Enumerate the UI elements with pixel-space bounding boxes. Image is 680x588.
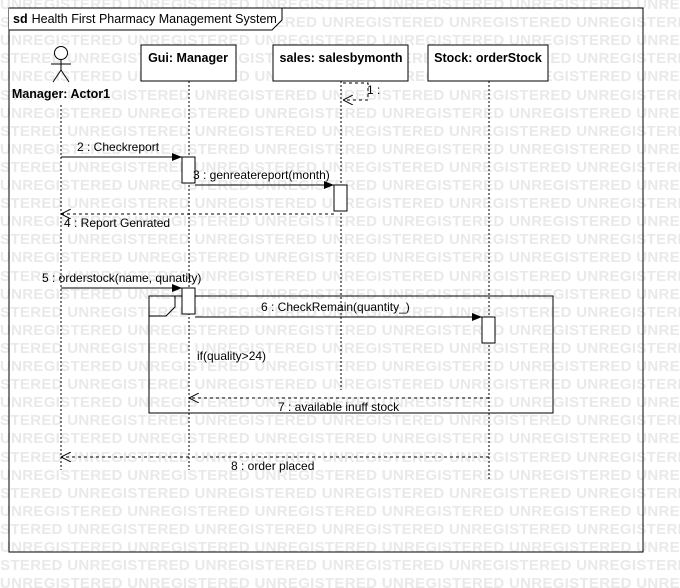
message-5: 5 : orderstock(name, qunatity): [42, 271, 201, 292]
activation-bar-gui-2: [181, 287, 196, 315]
frame-title: sd Health First Pharmacy Management Syste…: [13, 12, 277, 26]
message-label: 3 : genreatereport(month): [193, 168, 330, 182]
message-label: 2 : Checkreport: [77, 140, 160, 154]
lifeline-gui-manager: Gui: Manager: [140, 44, 237, 470]
diagram-frame: sd Health First Pharmacy Management Syste…: [8, 7, 644, 553]
message-label: 8 : order placed: [231, 459, 314, 473]
message-4: 4 : Report Genrated: [61, 214, 334, 230]
lifeline-label: Gui: Manager: [148, 51, 228, 65]
actor-manager: Manager: Actor1: [12, 46, 110, 470]
message-2: 2 : Checkreport: [61, 140, 182, 161]
activation-bar-sales: [333, 184, 348, 212]
fragment-guard: if(quality>24): [197, 349, 266, 363]
message-1: 1 :: [343, 82, 380, 100]
message-label: 5 : orderstock(name, qunatity): [42, 271, 201, 285]
message-label: 1 :: [367, 83, 380, 97]
frame-keyword: sd: [13, 12, 28, 26]
message-label: 6 : CheckRemain(quantity_): [261, 300, 410, 314]
message-3: 3 : genreatereport(month): [193, 168, 334, 189]
activation-bar-gui-1: [181, 156, 196, 184]
message-6: 6 : CheckRemain(quantity_): [195, 300, 482, 321]
message-7: 7 : available inuff stock: [189, 398, 489, 414]
message-label: 4 : Report Genrated: [64, 216, 170, 230]
lifeline-label: sales: salesbymonth: [280, 51, 403, 65]
lifeline-sales-salesbymonth: sales: salesbymonth: [272, 44, 409, 390]
activation-bar-stock: [481, 316, 496, 344]
lifeline-label: Stock: orderStock: [434, 51, 542, 65]
message-label: 7 : available inuff stock: [278, 400, 400, 414]
lifeline-stock-orderstock: Stock: orderStock: [427, 44, 549, 480]
frame-title-text: Health First Pharmacy Management System: [32, 12, 277, 26]
message-8: 8 : order placed: [61, 457, 489, 473]
combined-fragment: if(quality>24): [148, 295, 554, 414]
actor-label: Manager: Actor1: [12, 87, 110, 101]
